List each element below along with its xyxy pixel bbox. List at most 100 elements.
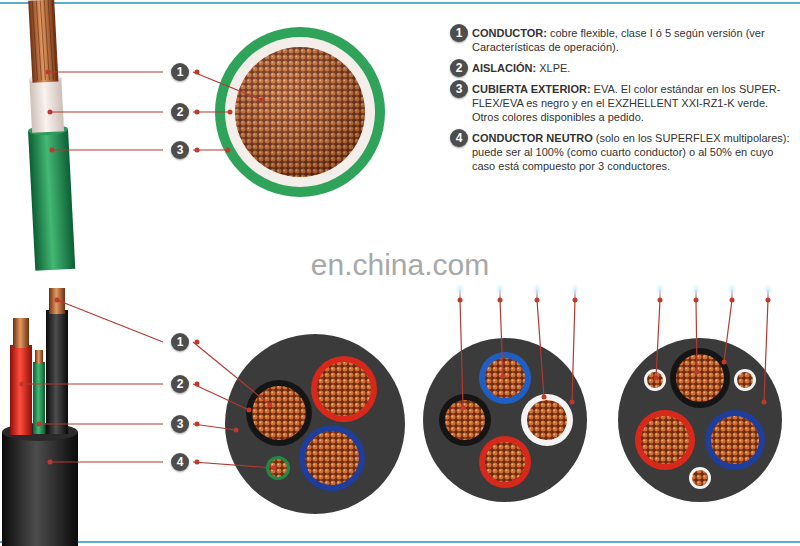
callout-number: 4 [171, 453, 189, 471]
leader-line [537, 290, 544, 397]
single-core-cable [29, 77, 64, 133]
leader-dot [50, 148, 55, 153]
leader-dot [722, 360, 727, 365]
callout-number: 1 [450, 24, 468, 42]
leader-dot [55, 298, 60, 303]
leader-dot [268, 403, 273, 408]
leader-line [193, 462, 274, 468]
single-core-section [235, 47, 365, 177]
multicore-section [737, 372, 753, 388]
multicore-cable [33, 362, 45, 434]
multicore-section [269, 459, 287, 477]
border-band [0, 2, 800, 4]
description-heading: CUBIERTA EXTERIOR: [472, 83, 591, 95]
multicore-section [689, 467, 711, 489]
leader-dot [195, 340, 200, 345]
leader-glow [654, 281, 666, 299]
leader-line [22, 290, 768, 468]
multicore-section [618, 338, 782, 502]
leader-line [50, 461, 163, 462]
leader-dot [461, 406, 466, 411]
callout-text: 3 [177, 418, 184, 430]
leader-dot [195, 382, 200, 387]
leader-line [193, 342, 270, 405]
multicore-section [225, 334, 405, 514]
multicore-section [423, 338, 587, 502]
multicore-section [485, 442, 525, 482]
callout-text: 2 [456, 62, 463, 74]
multicore-section [635, 410, 695, 470]
multicore-cable [35, 350, 43, 364]
leader-dot [234, 428, 239, 433]
callout-text: 2 [177, 378, 184, 390]
single-core-cable [21, 0, 75, 271]
callout-text: 2 [177, 106, 184, 118]
callout-text: 1 [456, 27, 463, 39]
callout-number: 2 [171, 103, 189, 121]
multicore-cable [10, 345, 32, 435]
leader-dot [195, 460, 200, 465]
multicore-cable [2, 288, 78, 546]
leader-dot [260, 98, 265, 103]
callout-text: 4 [177, 456, 184, 468]
leader-glow [494, 281, 506, 299]
leader-glow [569, 281, 581, 299]
leader-line [193, 72, 262, 100]
description-item: AISLACIÓN:XLPE. [472, 61, 790, 75]
callout-text: 3 [177, 144, 184, 156]
multicore-section [676, 354, 724, 402]
leader-line [39, 423, 163, 424]
multicore-cable [13, 318, 29, 348]
leader-dot [226, 148, 231, 153]
multicore-section [299, 425, 365, 491]
description-text: XLPE. [539, 62, 570, 74]
callout-number: 3 [171, 415, 189, 433]
multicore-section [734, 369, 756, 391]
multicore-cable [2, 432, 78, 546]
multicore-section [305, 431, 359, 485]
leader-line [460, 290, 463, 408]
multicore-section [317, 362, 371, 416]
multicore-section [521, 394, 573, 446]
multicore-section [479, 352, 531, 404]
leader-dot [37, 422, 42, 427]
leader-glow [726, 281, 738, 299]
multicore-section [311, 356, 377, 422]
multicore-cable [46, 310, 68, 434]
leader-glow [690, 281, 702, 299]
multicore-section [479, 436, 531, 488]
description-item: CUBIERTA EXTERIOR:EVA. El color estándar… [472, 82, 790, 124]
single-core-cable [52, 0, 56, 79]
callout-number: 3 [450, 80, 468, 98]
leader-dot [570, 400, 575, 405]
single-core-section [235, 47, 365, 177]
callout-text: 1 [177, 336, 184, 348]
leader-dot [542, 395, 547, 400]
leader-line [500, 290, 503, 376]
leader-line [57, 300, 163, 342]
description-heading: CONDUCTOR: [472, 27, 547, 39]
leader-line [48, 71, 163, 72]
single-core-section [225, 37, 375, 187]
callout-number: 2 [171, 375, 189, 393]
leader-dot [48, 460, 53, 465]
multicore-section [445, 400, 485, 440]
leader-line [193, 384, 249, 410]
leader-dot [195, 110, 200, 115]
callout-number: 3 [171, 141, 189, 159]
single-core-section [215, 27, 385, 197]
leader-line [50, 111, 163, 112]
callout-text: 3 [456, 83, 463, 95]
leader-dot [501, 374, 506, 379]
leader-glow [531, 281, 543, 299]
callout-text: 1 [177, 66, 184, 78]
leader-dot [46, 70, 265, 153]
leader-glow [454, 281, 466, 299]
leader-dot [195, 70, 200, 75]
multicore-section [618, 338, 782, 502]
multicore-section [225, 334, 405, 514]
description-heading: AISLACIÓN: [472, 62, 536, 74]
leader-line [656, 290, 660, 378]
description-item: CONDUCTOR NEUTRO(solo en los SUPERFLEX m… [472, 131, 790, 173]
